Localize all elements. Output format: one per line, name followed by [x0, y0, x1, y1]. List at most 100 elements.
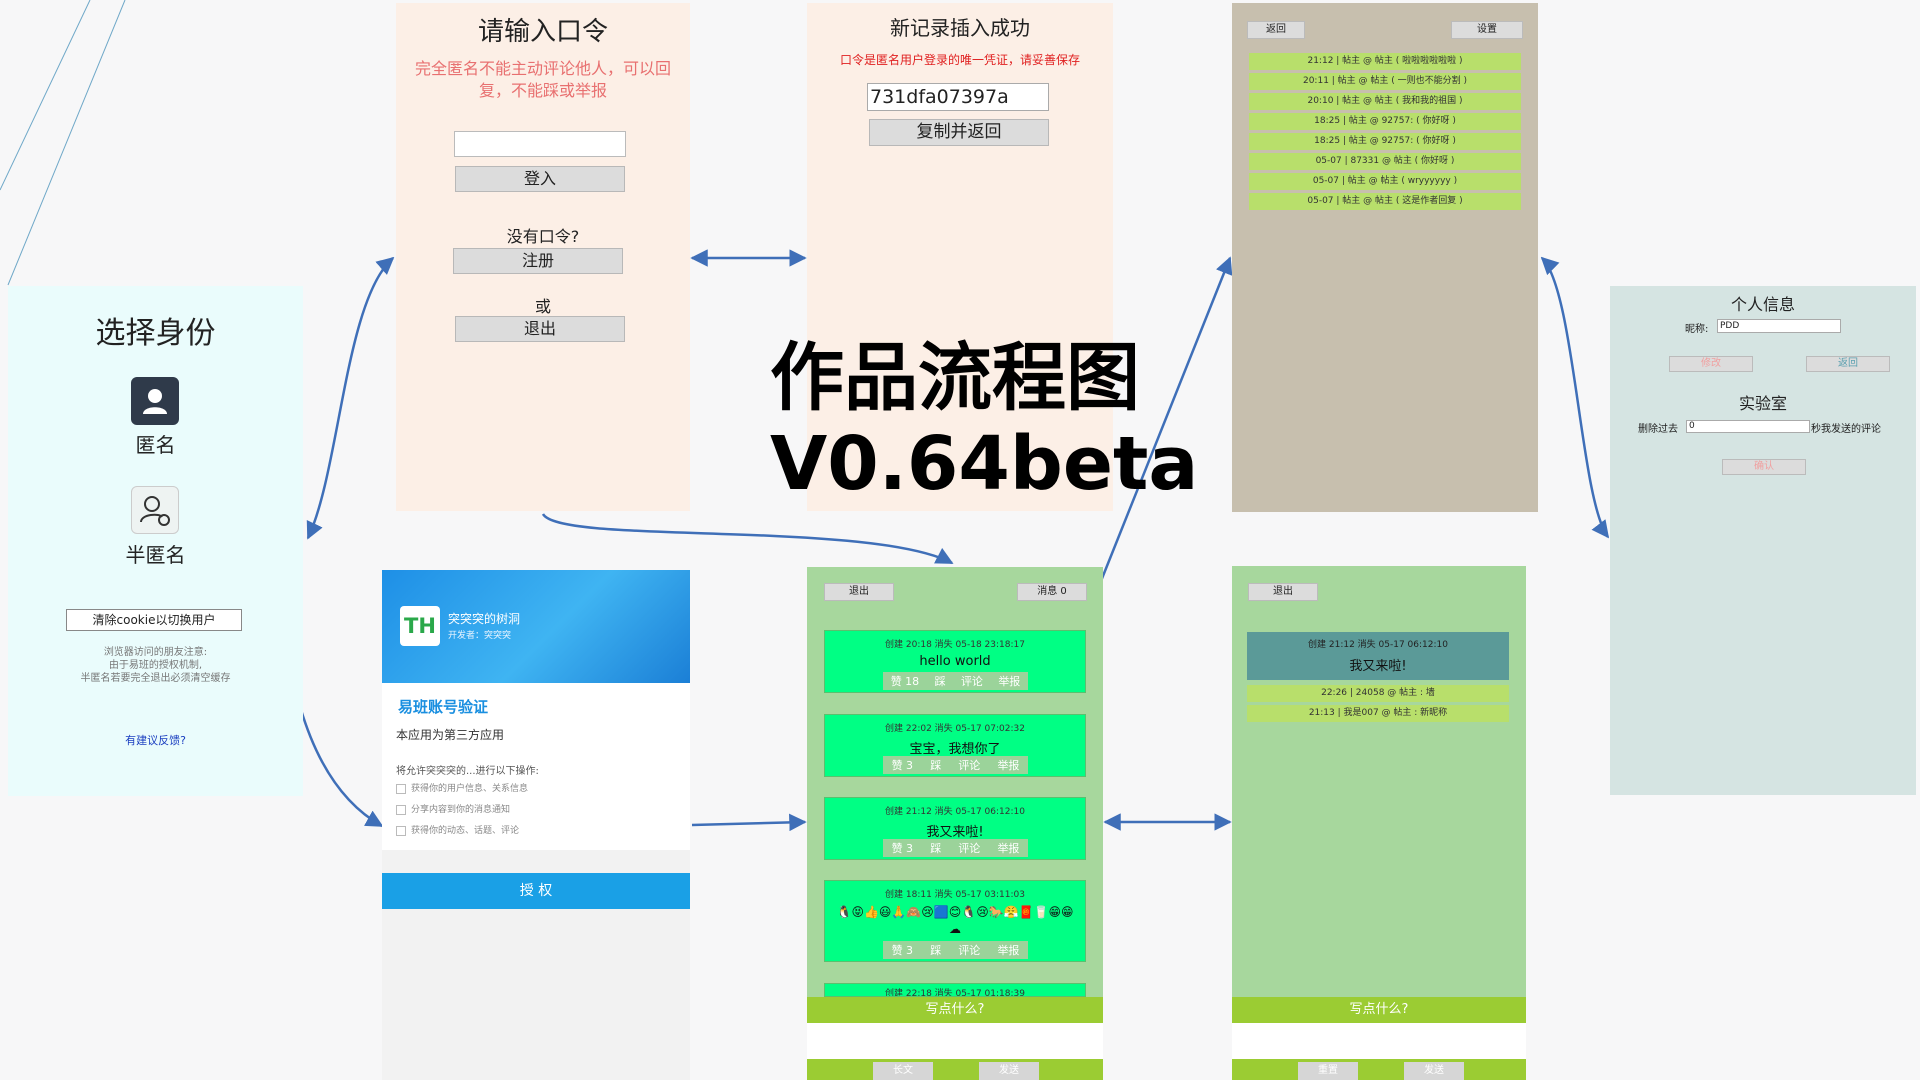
- detail-exit-button[interactable]: 退出: [1248, 583, 1318, 601]
- write-prompt-bar: 写点什么?: [807, 997, 1103, 1023]
- copy-and-return-button[interactable]: 复制并返回: [869, 119, 1049, 146]
- report-button[interactable]: 举报: [997, 759, 1020, 772]
- notice-line: 半匿名若要完全退出必须清空缓存: [80, 673, 231, 684]
- arrow-yiban-feed: [691, 813, 807, 832]
- permission-label: 获得你的动态、话题、评论: [411, 826, 520, 836]
- post-body: 我又来啦!: [926, 825, 984, 840]
- checkbox-icon[interactable]: [396, 804, 406, 815]
- confirm-button[interactable]: 确认: [1722, 459, 1806, 475]
- post-textarea[interactable]: [807, 1023, 1103, 1059]
- message-row[interactable]: 18:25 | 帖主 @ 92757: ( 你好呀 ): [1249, 113, 1521, 130]
- post-meta: 创建 21:12 消失 05-17 06:12:10: [1308, 640, 1448, 650]
- lab-heading: 实验室: [1738, 394, 1787, 413]
- dislike-button[interactable]: 踩: [930, 759, 942, 772]
- post-actions: 赞 3 踩 评论 举报: [883, 941, 1028, 959]
- nickname-label: 昵称:: [1685, 324, 1709, 335]
- comment-button[interactable]: 评论: [958, 944, 981, 957]
- post-body: 我又来啦!: [1349, 659, 1407, 674]
- post-body: 🐧😝👍😃🙏🙈😢🟦😊🐧😢🐎😤🧧🥛😁😁☁: [836, 905, 1074, 936]
- post-meta: 创建 22:02 消失 05-17 07:02:32: [885, 724, 1025, 734]
- message-row[interactable]: 20:10 | 帖主 @ 帖主 ( 我和我的祖国 ): [1249, 93, 1521, 110]
- post-card[interactable]: 创建 22:02 消失 05-17 07:02:32 宝宝，我想你了 赞 3 踩…: [824, 714, 1086, 777]
- long-post-button[interactable]: 长文: [873, 1062, 933, 1080]
- anonymous-label[interactable]: 匿名: [135, 433, 176, 457]
- message-row[interactable]: 05-07 | 帖主 @ 帖主 ( wryyyyyy ): [1249, 173, 1521, 190]
- permission-item[interactable]: 分享内容到你的消息通知: [396, 800, 528, 821]
- like-button[interactable]: 赞 3: [891, 944, 914, 957]
- feedback-link[interactable]: 有建议反馈?: [125, 734, 186, 747]
- register-button[interactable]: 注册: [453, 248, 623, 274]
- exit-button[interactable]: 退出: [455, 316, 625, 342]
- checkbox-icon[interactable]: [396, 783, 406, 794]
- checkbox-icon[interactable]: [396, 825, 406, 836]
- comment-row[interactable]: 21:13 | 我是007 @ 帖主 : 新昵称: [1247, 705, 1509, 722]
- anonymous-user-icon[interactable]: [131, 377, 179, 425]
- post-body: 宝宝，我想你了: [909, 742, 1001, 757]
- reset-button[interactable]: 重置: [1298, 1062, 1358, 1080]
- like-button[interactable]: 赞 3: [891, 759, 914, 772]
- login-panel: 请输入口令 完全匿名不能主动评论他人，可以回 复，不能踩或举报 登入 没有口令?…: [396, 3, 690, 511]
- nickname-input[interactable]: PDD: [1717, 319, 1841, 333]
- post-meta: 创建 18:11 消失 05-17 03:11:03: [885, 890, 1025, 900]
- modify-button[interactable]: 修改: [1669, 356, 1753, 372]
- report-button[interactable]: 举报: [997, 842, 1020, 855]
- comment-row[interactable]: 22:26 | 24058 @ 帖主 : 墙: [1247, 685, 1509, 702]
- title-line-1: 作品流程图: [770, 335, 1140, 421]
- post-card[interactable]: 创建 22:18 消失 05-17 01:18:39: [824, 983, 1086, 997]
- comment-button[interactable]: 评论: [960, 675, 983, 688]
- warning-line: 完全匿名不能主动评论他人，可以回: [414, 59, 671, 78]
- feed-exit-button[interactable]: 退出: [824, 583, 894, 601]
- dislike-button[interactable]: 踩: [930, 842, 942, 855]
- comment-button[interactable]: 评论: [958, 842, 981, 855]
- post-meta: 创建 22:18 消失 05-17 01:18:39: [885, 989, 1025, 997]
- post-card[interactable]: 创建 21:12 消失 05-17 06:12:10 我又来啦! 赞 3 踩 评…: [824, 797, 1086, 860]
- post-actions: 赞 3 踩 评论 举报: [883, 839, 1028, 857]
- decorative-lines: [0, 0, 126, 286]
- clear-cookie-button[interactable]: 清除cookie以切换用户: [66, 609, 242, 631]
- login-button[interactable]: 登入: [455, 166, 625, 192]
- delete-prefix: 删除过去: [1638, 424, 1678, 435]
- post-card[interactable]: 创建 18:11 消失 05-17 03:11:03 🐧😝👍😃🙏🙈😢🟦😊🐧😢🐎😤…: [824, 880, 1086, 962]
- permission-item[interactable]: 获得你的用户信息、关系信息: [396, 779, 528, 800]
- info-back-button[interactable]: 返回: [1806, 356, 1890, 372]
- passcode-input[interactable]: [454, 131, 626, 157]
- delete-seconds-input[interactable]: 0: [1686, 420, 1810, 433]
- message-row[interactable]: 21:12 | 帖主 @ 帖主 ( 啦啦啦啦啦啦 ): [1249, 53, 1521, 70]
- login-heading: 请输入口令: [477, 17, 608, 47]
- report-button[interactable]: 举报: [997, 944, 1020, 957]
- post-meta: 创建 21:12 消失 05-17 06:12:10: [885, 807, 1025, 817]
- report-button[interactable]: 举报: [998, 675, 1021, 688]
- arrow-messages-info: [1540, 256, 1610, 539]
- app-name: 突突突的树洞: [448, 612, 521, 626]
- no-code-text: 没有口令?: [506, 227, 580, 246]
- messages-back-button[interactable]: 返回: [1247, 21, 1305, 39]
- like-button[interactable]: 赞 18: [890, 675, 920, 688]
- third-party-text: 本应用为第三方应用: [396, 728, 505, 742]
- message-row[interactable]: 20:11 | 帖主 @ 帖主 ( 一则也不能分割 ): [1249, 73, 1521, 90]
- comment-button[interactable]: 评论: [958, 759, 981, 772]
- post-body: hello world: [919, 654, 991, 669]
- feed-panel: 退出 消息 0 创建 20:18 消失 05-18 23:18:17 hello…: [807, 567, 1103, 1080]
- new-record-heading: 新记录插入成功: [890, 16, 1030, 40]
- semi-anonymous-user-icon[interactable]: [131, 486, 179, 534]
- message-row[interactable]: 05-07 | 帖主 @ 帖主 ( 这是作者回复 ): [1249, 193, 1521, 210]
- feed-bottom-bar: 长文 发送: [807, 1059, 1103, 1080]
- send-button[interactable]: 发送: [979, 1062, 1039, 1080]
- message-row[interactable]: 18:25 | 帖主 @ 92757: ( 你好呀 ): [1249, 133, 1521, 150]
- yiban-header: TH 突突突的树洞 开发者：突突突: [382, 570, 690, 683]
- like-button[interactable]: 赞 3: [891, 842, 914, 855]
- detail-send-button[interactable]: 发送: [1404, 1062, 1464, 1080]
- post-card[interactable]: 创建 20:18 消失 05-18 23:18:17 hello world 赞…: [824, 630, 1086, 693]
- permission-item[interactable]: 获得你的动态、话题、评论: [396, 821, 528, 842]
- messages-settings-button[interactable]: 设置: [1451, 21, 1523, 39]
- feed-messages-button[interactable]: 消息 0: [1017, 583, 1087, 601]
- dislike-button[interactable]: 踩: [934, 675, 946, 688]
- passcode-field[interactable]: 731dfa07397a: [867, 83, 1049, 111]
- authorize-button[interactable]: 授 权: [382, 873, 690, 909]
- info-heading: 个人信息: [1730, 295, 1795, 314]
- dislike-button[interactable]: 踩: [930, 944, 942, 957]
- comment-textarea[interactable]: [1232, 1023, 1526, 1059]
- message-row[interactable]: 05-07 | 87331 @ 帖主 ( 你好呀 ): [1249, 153, 1521, 170]
- post-detail-panel: 退出 创建 21:12 消失 05-17 06:12:10 我又来啦! 22:2…: [1232, 566, 1526, 1080]
- semi-anonymous-label[interactable]: 半匿名: [125, 543, 186, 567]
